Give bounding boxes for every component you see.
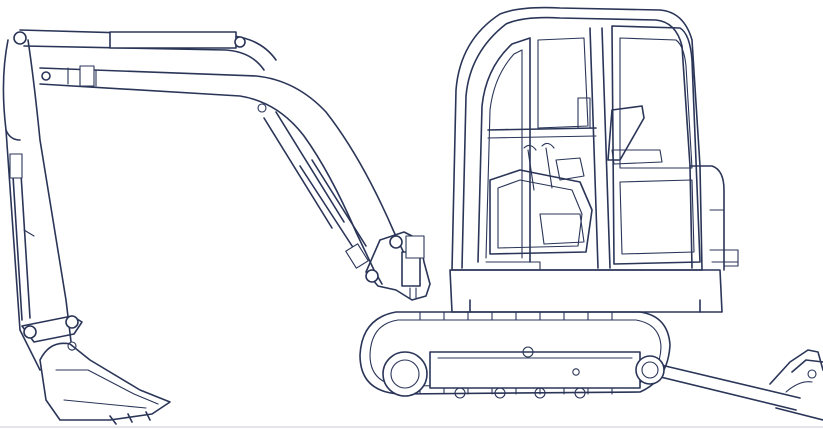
track-undercarriage xyxy=(359,311,671,399)
boom-arm xyxy=(13,29,431,301)
operator-cab xyxy=(451,6,703,271)
bucket xyxy=(39,342,171,425)
dipper-arm xyxy=(2,39,83,371)
upper-body xyxy=(449,165,739,313)
dozer-blade xyxy=(639,349,823,421)
